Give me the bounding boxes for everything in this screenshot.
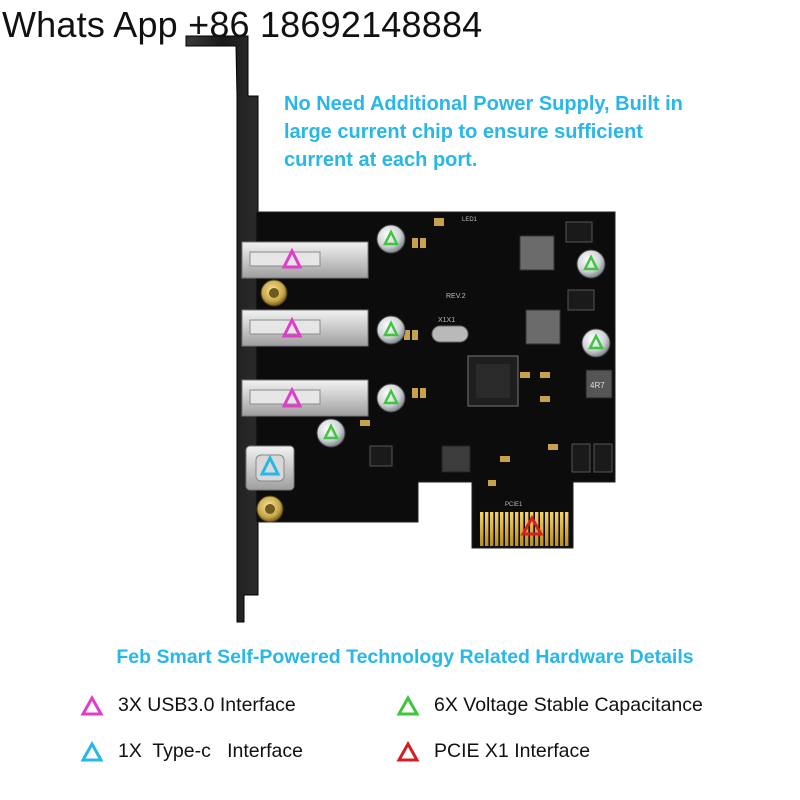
type-c-port [245,445,295,491]
capacitor-4 [316,418,346,448]
whatsapp-watermark: Whats App +86 18692148884 [2,4,483,45]
regulator-chip-3 [369,445,393,467]
gold-finger-contact [505,512,509,546]
power-inductor-1 [519,235,555,271]
legend-pcie: PCIE X1 Interface [396,740,590,763]
legend-capacitor: 6X Voltage Stable Capacitance [396,694,703,717]
capacitor-6 [581,328,611,358]
cap-marker-3 [382,388,400,405]
legend-type-c-label: 1X Type-c Interface [118,740,303,762]
usb-marker-1 [281,247,303,269]
led-label: LED1 [462,217,478,223]
legend-pcie-label: PCIE X1 Interface [434,740,591,762]
cap-marker-4 [322,423,340,440]
power-inductor-2 [525,309,561,345]
power-supply-callout: No Need Additional Power Supply, Built i… [284,90,784,174]
capacitor-1 [376,224,406,254]
mounting-screw-top [260,279,288,307]
legend-usb-label: 3X USB3.0 Interface [118,694,296,716]
power-inductor-4: 4R7 [585,369,613,399]
gold-finger-contact [550,512,554,546]
cap-marker-5 [582,254,600,271]
legend-capacitor-label: 6X Voltage Stable Capacitance [434,694,703,716]
crystal-label: X1X1 [438,317,455,324]
pcie-gold-fingers [478,508,572,546]
callout-line-1: No Need Additional Power Supply, Built i… [284,93,683,115]
type-c-marker [259,454,281,476]
capacitor-5 [576,249,606,279]
inductor-label: 4R7 [590,381,605,390]
cap-marker-2 [382,320,400,337]
magenta-triangle-icon [80,694,104,715]
gold-finger-contact [555,512,559,546]
mounting-screw-bottom [256,495,284,523]
smd-components [360,218,558,486]
gold-finger-contact [565,512,569,546]
capacitor-3 [376,383,406,413]
usb-port-1 [241,241,369,279]
gold-finger-contact [560,512,564,546]
mosfet-1 [571,443,591,473]
callout-line-2: large current chip to ensure sufficient [284,121,643,143]
revision-label: REV.2 [446,293,466,300]
gold-finger-contact [545,512,549,546]
pcie-silkscreen-label: PCIE1 [505,502,523,508]
gold-finger-contact [530,512,534,546]
red-triangle-icon [396,740,420,761]
cap-marker-6 [587,333,605,350]
gold-finger-contact [490,512,494,546]
metal-bracket [185,35,259,623]
crystal-oscillator: X1X1 [431,317,469,343]
gold-finger-contact [520,512,524,546]
cyan-triangle-icon [80,740,104,761]
gold-finger-contact [515,512,519,546]
gold-finger-contact [480,512,484,546]
cap-marker-1 [382,229,400,246]
gold-finger-contact [495,512,499,546]
hardware-details-title: Feb Smart Self-Powered Technology Relate… [116,646,694,668]
power-inductor-3 [441,445,471,473]
legend-usb: 3X USB3.0 Interface [80,694,296,717]
callout-line-3: current at each port. [284,149,478,171]
usb-port-3 [241,379,369,417]
green-triangle-icon [396,694,420,715]
regulator-chip-2 [567,289,595,311]
usb-marker-3 [281,386,303,408]
regulator-chip-1 [565,221,593,243]
usb-controller-chip [467,355,519,407]
mosfet-2 [593,443,613,473]
legend-type-c: 1X Type-c Interface [80,740,303,763]
usb-port-2 [241,309,369,347]
pcb-board [255,211,616,549]
gold-finger-contact [500,512,504,546]
gold-finger-contact [485,512,489,546]
pcie-marker [520,514,544,536]
gold-finger-contact [510,512,514,546]
pcie-usb-card-image: X1X1 REV.2 LED1 PCIE1 4R7 [185,35,616,623]
usb-marker-2 [281,316,303,338]
gold-finger-contact [540,512,544,546]
capacitor-2 [376,315,406,345]
